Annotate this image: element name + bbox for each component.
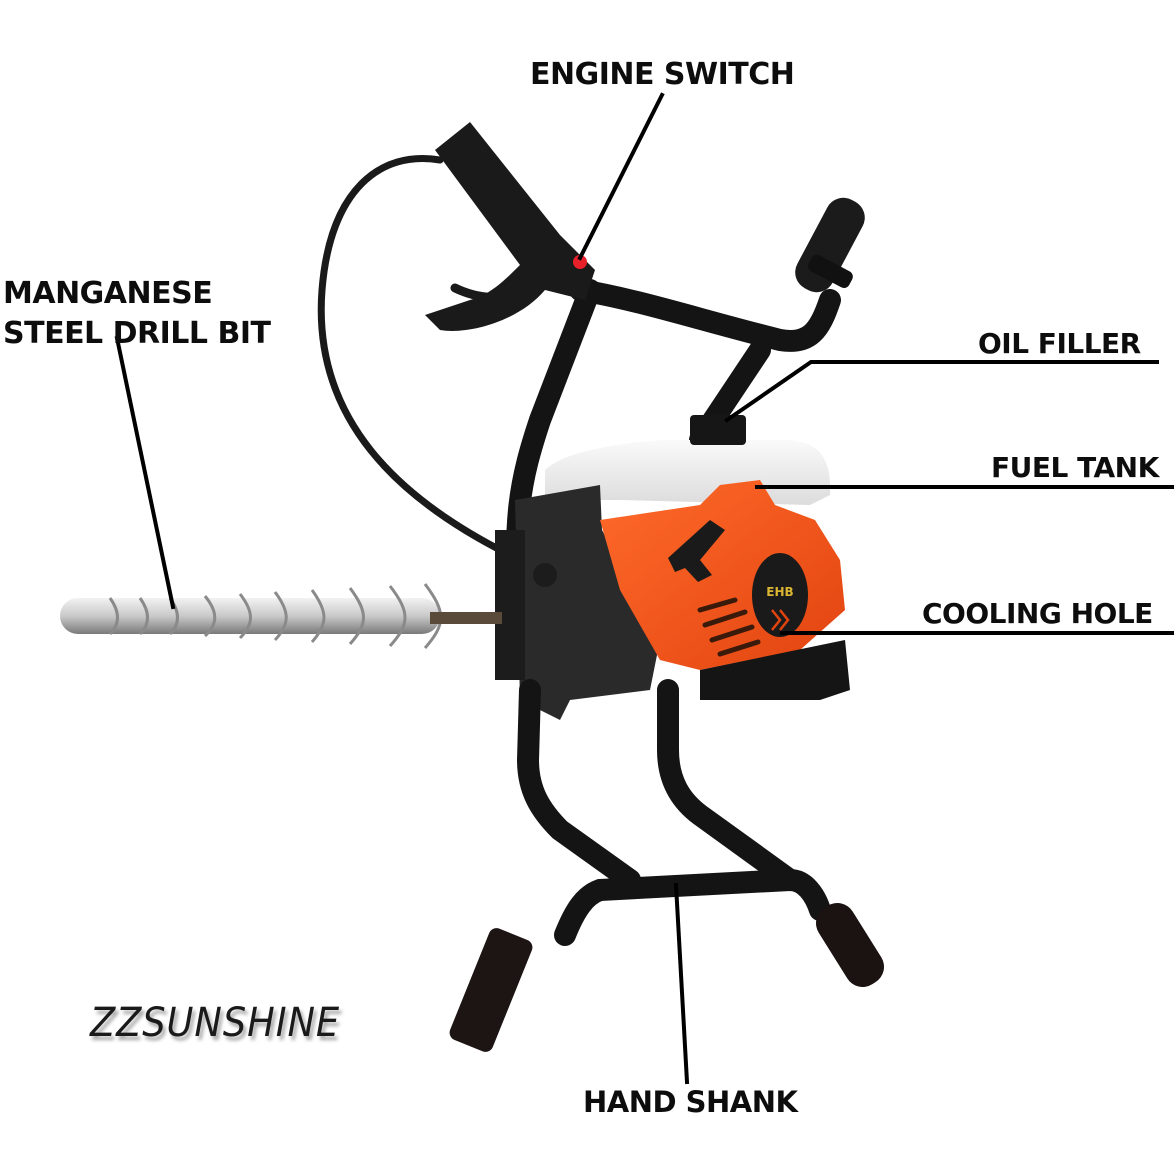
label-hand-shank: HAND SHANK [583,1085,798,1119]
leader-oil-filler [724,360,1159,423]
label-drill-bit-line2: STEEL DRILL BIT [3,316,271,351]
cooling-holes [697,597,761,657]
right-grip [795,197,865,293]
engine-badge [752,553,808,637]
throttle-grip [425,122,595,331]
label-drill-bit-line1: MANGANESE [3,276,213,311]
label-fuel-tank: FUEL TANK [991,451,1159,484]
label-cooling-hole: COOLING HOLE [922,597,1153,630]
label-engine-switch: ENGINE SWITCH [530,57,795,92]
leader-engine-switch [577,92,665,261]
lower-frame [516,679,831,946]
engine-switch-button [573,255,587,269]
leader-drill-bit [114,335,176,610]
right-hand-grip [815,903,885,987]
gearbox [515,485,660,720]
oil-filler-cap [690,415,746,445]
throttle-lever [450,283,525,302]
label-oil-filler: OIL FILLER [978,327,1141,360]
left-hand-grip [449,928,533,1052]
drill-bit [60,583,502,649]
leader-hand-shank [673,882,690,1085]
label-drill-bit: MANGANESE STEEL DRILL BIT [3,274,271,354]
brand-watermark: ZZSUNSHINE [90,1000,341,1046]
starter-handle [668,520,725,582]
throttle-cable [317,155,514,559]
engine-badge-text: EHB [766,585,793,599]
leader-lines [114,92,1174,1085]
